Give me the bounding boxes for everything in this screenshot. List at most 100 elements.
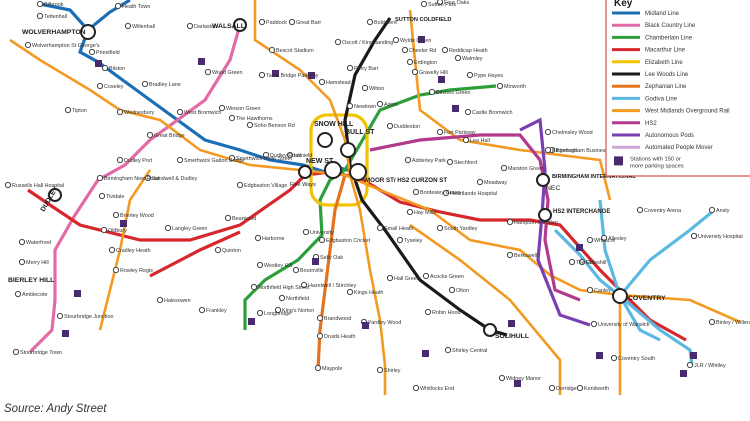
station-marker: [476, 178, 484, 186]
station-marker: [600, 234, 608, 242]
station-label: Canley: [594, 288, 611, 294]
legend-label: Macarthur Line: [645, 48, 686, 54]
station-label: Maypole: [322, 366, 342, 372]
station-marker: [236, 181, 244, 189]
station-label: Rowley Regis: [120, 268, 153, 274]
station-marker: [124, 22, 132, 30]
station-marker: [406, 58, 414, 66]
coventry-hub: [612, 288, 628, 304]
station-marker: [114, 2, 122, 10]
station-label: Russells Hall Hospital: [12, 183, 64, 189]
walsall-hub: [233, 18, 247, 32]
station-label: King's Norton: [282, 308, 314, 314]
station-label: Dudley Road: [270, 153, 301, 159]
legend-label: Zephanian Line: [645, 84, 687, 90]
legend-item: Elizabeth Line: [612, 60, 683, 66]
station-marker: [386, 274, 394, 282]
station-marker: [116, 108, 124, 116]
station-marker: [316, 314, 324, 322]
station-marker: [444, 346, 452, 354]
station-label: Pype Hayes: [474, 73, 503, 79]
station-label: Erdington: [414, 60, 437, 66]
station-marker: [376, 100, 384, 108]
parking-icon: [74, 290, 81, 297]
overground-rail-4: [98, 169, 152, 331]
legend-item: HS2: [612, 121, 657, 127]
snow-hill-hub: [317, 132, 333, 148]
station-marker: [464, 108, 472, 116]
station-label: Cradley Heath: [116, 248, 150, 254]
station-label: Wylde Green: [400, 38, 431, 44]
station-marker: [346, 64, 354, 72]
station-marker: [254, 234, 262, 242]
station-label: Brierley Wood: [120, 213, 154, 219]
station-label: Small Heath: [384, 226, 413, 232]
bull-st-hub: [340, 142, 356, 158]
station-label: Harborne: [262, 236, 284, 242]
station-label: Ansty: [716, 208, 730, 214]
station-label: Reddicap Heath: [449, 48, 488, 54]
station-marker: [101, 64, 109, 72]
label-bull-st: BULL ST: [345, 129, 375, 136]
station-label: Tame Bridge Parkway: [266, 73, 319, 79]
station-label: Great Bridge: [154, 133, 185, 139]
station-label: Kingshurst: [552, 148, 578, 154]
station-marker: [164, 224, 172, 232]
legend-item: West Midlands Overground Rail: [612, 109, 730, 115]
lee-woods-line: [343, 17, 508, 337]
parking-icon: [438, 76, 445, 83]
station-marker: [64, 106, 72, 114]
station-marker: [262, 151, 270, 159]
station-marker: [500, 164, 508, 172]
station-marker: [228, 154, 236, 162]
station-marker: [586, 236, 594, 244]
station-label: Walmley: [462, 56, 483, 62]
station-marker: [146, 131, 154, 139]
station-marker: [116, 156, 124, 164]
station-label: Wednesbury: [124, 110, 154, 116]
station-marker: [346, 288, 354, 296]
station-label: Acocks Green: [430, 274, 464, 280]
station-marker: [446, 158, 454, 166]
station-marker: [314, 364, 322, 372]
station-label: Wood Green: [212, 70, 242, 76]
station-label: South Yardley: [444, 226, 478, 232]
station-label: Selly Oak: [320, 255, 343, 261]
parking-icon: [198, 58, 205, 65]
station-marker: [318, 78, 326, 86]
station-label: Hamstead: [326, 80, 351, 86]
station-marker: [198, 306, 206, 314]
station-marker: [708, 206, 716, 214]
legend-item: Autonomous Pods: [612, 133, 694, 139]
station-label: Shirley: [384, 368, 401, 374]
label-wolverhampton: WOLVERHAMPTON: [22, 29, 86, 36]
parking-icon: [508, 320, 515, 327]
station-marker: [406, 208, 414, 216]
solihull-hub: [483, 323, 497, 337]
station-marker: [18, 258, 26, 266]
station-marker: [544, 128, 552, 136]
station-marker: [316, 332, 324, 340]
station-marker: [14, 290, 22, 298]
parking-icon: [614, 156, 623, 166]
station-label: Widney Manor: [506, 376, 541, 382]
station-label: Bearwood: [232, 216, 256, 222]
station-marker: [204, 68, 212, 76]
station-marker: [278, 294, 286, 302]
station-marker: [18, 238, 26, 246]
station-marker: [578, 258, 586, 266]
legend-label: Elizabeth Line: [645, 60, 683, 66]
station-marker: [98, 192, 106, 200]
label-new-st: NEW ST: [306, 158, 334, 165]
station-label: Lea Hall: [470, 138, 490, 144]
station-label: Bilston: [109, 66, 125, 72]
station-marker: [96, 82, 104, 90]
station-label: Amblecote: [22, 292, 47, 298]
station-marker: [462, 136, 470, 144]
station-marker: [334, 38, 342, 46]
station-label: Priestfield: [96, 50, 120, 56]
station-label: Chester Rd: [409, 48, 436, 54]
station-label: Coseley: [104, 84, 124, 90]
parking-icon: [308, 72, 315, 79]
